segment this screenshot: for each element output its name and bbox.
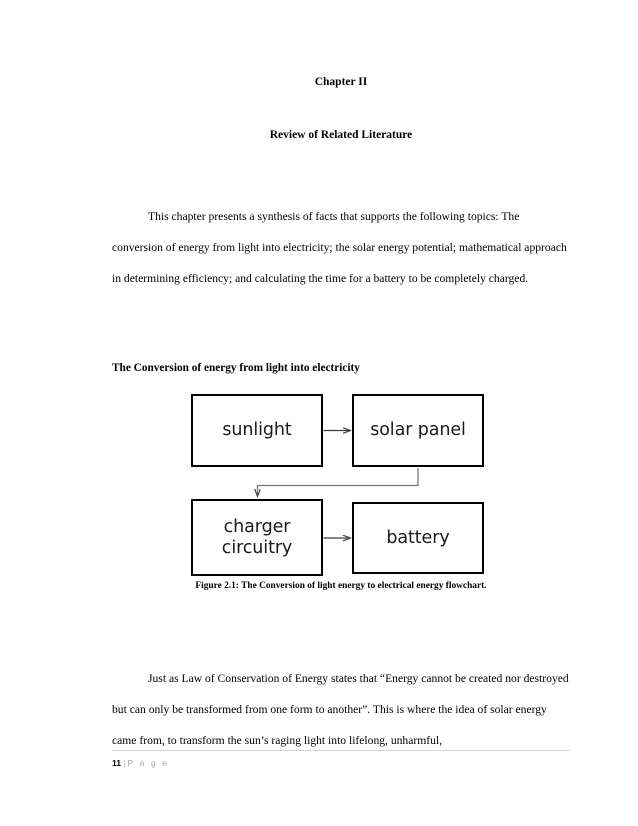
figure-caption: Figure 2.1: The Conversion of light ener… — [195, 581, 487, 591]
footer-page-word: P a g e — [127, 758, 170, 768]
intro-paragraph: This chapter presents a synthesis of fac… — [112, 209, 567, 285]
chapter-heading: Chapter II — [314, 76, 368, 88]
flowchart-node-charger-circuitry: charger circuitry — [191, 499, 323, 576]
footer-page-indicator: 11|P a g e — [112, 758, 570, 768]
flowchart-node-solar-panel: solar panel — [352, 394, 484, 467]
flowchart-connectors — [112, 392, 419, 582]
flowchart-node-battery: battery — [352, 502, 484, 574]
page-footer: 11|P a g e — [112, 750, 570, 768]
edge-solar-panel-to-charger-circuitry — [258, 468, 419, 496]
footer-separator: | — [123, 758, 126, 768]
flowchart-node-sunlight: sunlight — [191, 394, 323, 467]
charger-circuitry-label-line2: circuitry — [221, 537, 293, 558]
section-heading-conversion: The Conversion of energy from light into… — [112, 362, 360, 374]
figure-flowchart: sunlight solar panel charger circuitry b… — [112, 392, 570, 582]
charger-circuitry-label-line1: charger — [223, 516, 291, 537]
energy-paragraph: Just as Law of Conservation of Energy st… — [112, 671, 569, 747]
footer-divider — [112, 750, 570, 751]
page-title: Review of Related Literature — [269, 129, 413, 141]
footer-page-number: 11 — [112, 758, 122, 768]
